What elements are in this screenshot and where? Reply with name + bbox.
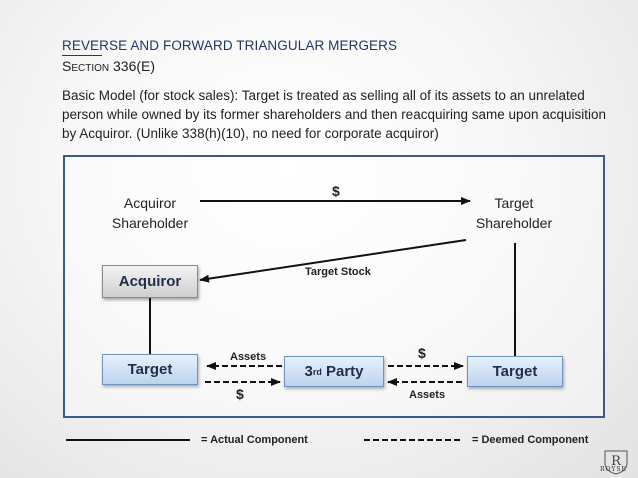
legend-actual-label: = Actual Component [201,434,308,446]
intro-paragraph: Basic Model (for stock sales): Target is… [62,88,607,141]
slide-subtitle: Section 336(E) [62,58,156,74]
target-stock-label: Target Stock [305,266,371,278]
target-stock-arrow [199,239,467,283]
third-party-word: Party [321,363,364,380]
acquiror-shareholder-label: Acquiror Shareholder [111,195,189,231]
third-party-number: 3 [304,363,313,380]
third-party-ordinal: rd [312,366,322,377]
target-shareholder-label: Target Shareholder [475,195,553,231]
assets-left-label: Assets [230,351,267,363]
target-left-box: Target [102,354,198,385]
legend-deemed-label: = Deemed Component [472,434,589,446]
royse-logo-icon: R [604,450,628,475]
assets-right-label: Assets [409,389,446,401]
slide-title: REVERSE AND FORWARD TRIANGULAR MERGERS [62,38,398,53]
dollar-right-label: $ [418,345,426,361]
title-underline [62,55,102,56]
dollar-left-label: $ [236,386,244,402]
logo-letter: R [611,454,622,469]
top-dollar-label: $ [332,183,340,199]
logo-wordmark: ROYSE [600,466,627,473]
target-right-box: Target [467,356,563,387]
acquiror-box: Acquiror [102,265,198,298]
